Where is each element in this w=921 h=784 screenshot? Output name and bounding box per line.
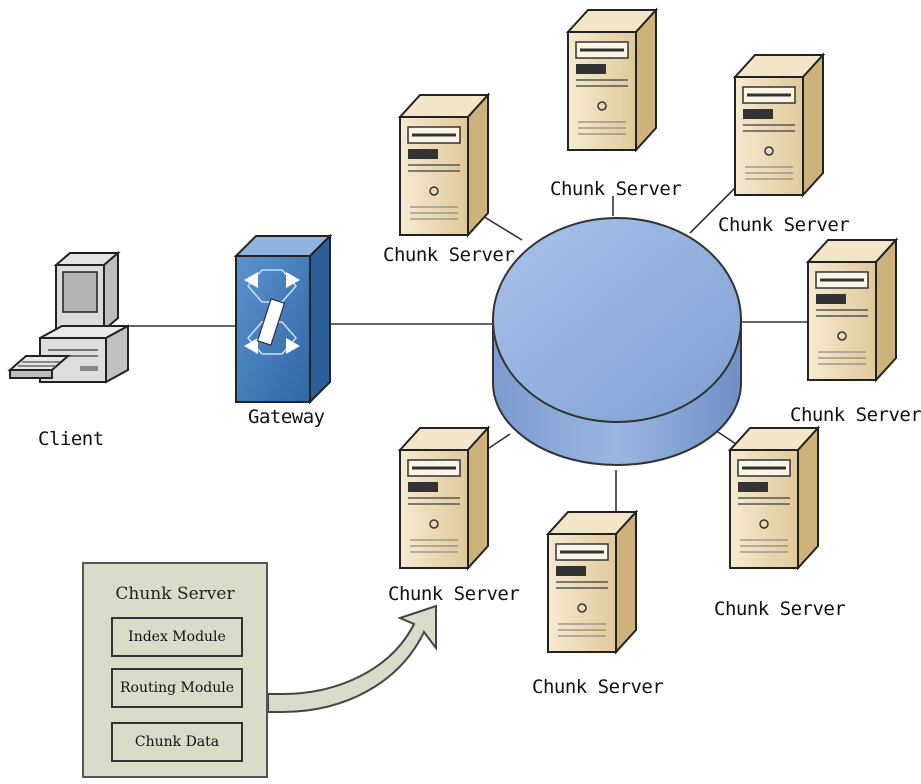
server-icon-upper-right (733, 53, 825, 197)
index-module-box: Index Module (111, 617, 243, 657)
server-icon-right (806, 238, 898, 382)
server-label-right: Chunk Server (790, 404, 921, 426)
gateway-label: Gateway (248, 406, 325, 428)
server-icon-upper-left (398, 93, 490, 237)
network-cylinder (492, 217, 742, 466)
server-label-upper-right: Chunk Server (718, 214, 850, 236)
gateway-icon (233, 233, 333, 405)
chunk-server-detail-box: Chunk Server Index Module Routing Module… (82, 562, 268, 778)
server-label-top: Chunk Server (550, 178, 682, 200)
server-label-upper-left: Chunk Server (383, 244, 515, 266)
detail-box-title: Chunk Server (115, 584, 235, 604)
server-icon-bottom (546, 510, 638, 654)
server-label-lower-left: Chunk Server (388, 583, 520, 605)
client-computer-icon (7, 250, 129, 384)
server-icon-lower-left (398, 426, 490, 570)
server-label-lower-right: Chunk Server (714, 598, 846, 620)
routing-module-box: Routing Module (111, 668, 243, 708)
chunk-data-box: Chunk Data (111, 722, 243, 762)
client-label: Client (38, 428, 104, 450)
server-label-bottom: Chunk Server (532, 676, 664, 698)
server-icon-top (566, 8, 658, 152)
server-icon-lower-right (728, 426, 820, 570)
curved-arrow (267, 604, 437, 713)
